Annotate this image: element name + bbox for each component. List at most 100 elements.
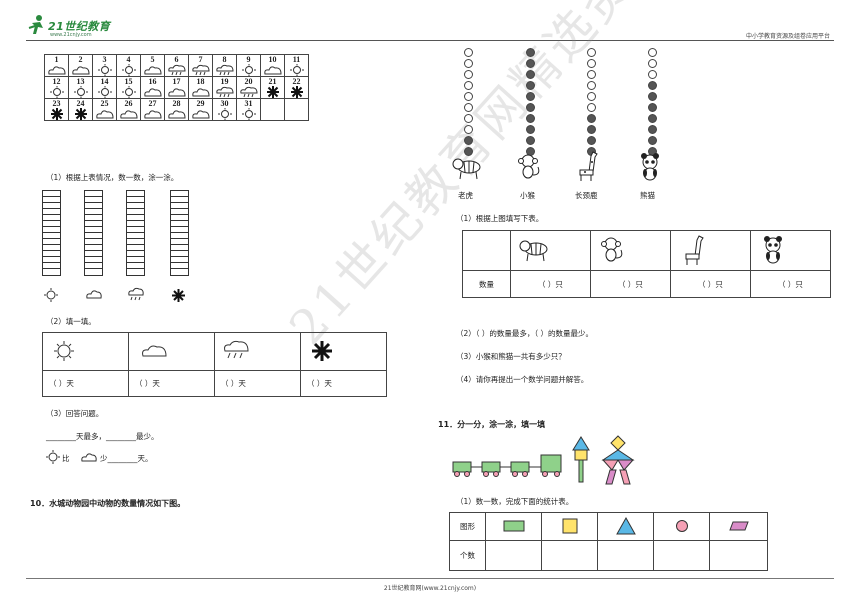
ladder-cell[interactable] (43, 245, 60, 251)
ladder-cell[interactable] (171, 209, 188, 215)
days-snowy-field[interactable]: （ ）天 (300, 370, 387, 397)
calendar-day-cell (260, 98, 285, 121)
giraffe-count-field[interactable]: （ ）只 (670, 270, 751, 298)
ladder-cell[interactable] (85, 221, 102, 227)
ladder-cell[interactable] (85, 191, 102, 197)
ladder-cell[interactable] (85, 263, 102, 269)
days-sunny-field[interactable]: （ ）天 (42, 370, 129, 397)
ladder-cell[interactable] (85, 269, 102, 275)
ladder-cell[interactable] (43, 209, 60, 215)
ladder-cell[interactable] (171, 257, 188, 263)
monkey-count-field[interactable]: （ ）只 (590, 270, 671, 298)
ladder-cell[interactable] (85, 239, 102, 245)
q9-line2-end[interactable]: 少________天。 (100, 454, 153, 463)
ladder-cell[interactable] (171, 269, 188, 275)
parallelogram-count-field[interactable] (709, 540, 768, 571)
ladder-cell[interactable] (43, 197, 60, 203)
ladder-cell[interactable] (43, 251, 60, 257)
ladder-cell[interactable] (85, 215, 102, 221)
footer-text: 21世纪教育网(www.21cnjy.com) (383, 585, 477, 592)
ladder-cloudy[interactable] (84, 190, 103, 276)
ladder-cell[interactable] (43, 191, 60, 197)
ladder-cell[interactable] (171, 233, 188, 239)
days-cloudy-field[interactable]: （ ）天 (128, 370, 215, 397)
ladder-cell[interactable] (127, 215, 144, 221)
ladder-cell[interactable] (127, 209, 144, 215)
ladder-cell[interactable] (127, 251, 144, 257)
ladder-cell[interactable] (85, 251, 102, 257)
ladder-cell[interactable] (127, 239, 144, 245)
ladder-cell[interactable] (171, 251, 188, 257)
ladder-cell[interactable] (171, 221, 188, 227)
ladder-cell[interactable] (85, 233, 102, 239)
ladder-cell[interactable] (127, 203, 144, 209)
runner-logo-icon (28, 15, 43, 34)
empty-bead (463, 48, 473, 57)
ladder-cell[interactable] (85, 257, 102, 263)
animal-count-table: 数量 （ ）只 （ ）只 （ ）只 （ ）只 (462, 230, 831, 298)
ladder-cell[interactable] (43, 239, 60, 245)
ladder-cell[interactable] (127, 257, 144, 263)
filled-bead (525, 70, 535, 79)
triangle-count-field[interactable] (597, 540, 654, 571)
circle-count-field[interactable] (653, 540, 710, 571)
tiger-count-field[interactable]: （ ）只 (510, 270, 591, 298)
ladder-cell[interactable] (127, 245, 144, 251)
rect-count-field[interactable] (485, 540, 542, 571)
panda-count-field[interactable]: （ ）只 (750, 270, 831, 298)
filled-bead (463, 136, 473, 145)
animal-label-monkey: 小猴 (520, 191, 535, 200)
calendar-day-number: 5 (150, 55, 155, 64)
ladder-cell[interactable] (85, 197, 102, 203)
rain-icon (167, 64, 186, 76)
q9-line1[interactable]: ________天最多，________最少。 (46, 432, 159, 441)
ladder-rainy[interactable] (126, 190, 145, 276)
calendar-day-number: 30 (220, 99, 229, 108)
rocket-figure (572, 436, 590, 483)
green-rectangle-icon (503, 520, 524, 531)
ladder-snowy[interactable] (170, 190, 189, 276)
empty-bead (586, 103, 596, 112)
ladder-cell[interactable] (85, 245, 102, 251)
ladder-cell[interactable] (85, 209, 102, 215)
ladder-cell[interactable] (171, 245, 188, 251)
ladder-cell[interactable] (127, 263, 144, 269)
sun-icon (73, 86, 88, 98)
rain-icon (128, 287, 144, 301)
ladder-cell[interactable] (171, 191, 188, 197)
ladder-cell[interactable] (43, 263, 60, 269)
ladder-cell[interactable] (127, 269, 144, 275)
ladder-cell[interactable] (127, 197, 144, 203)
q10-part2[interactable]: （2）（ ）的数量最多，（ ）的数量最少。 (456, 329, 594, 338)
ladder-cell[interactable] (171, 263, 188, 269)
ladder-cell[interactable] (171, 239, 188, 245)
ladder-cell[interactable] (85, 227, 102, 233)
ladder-cell[interactable] (171, 227, 188, 233)
cloud-icon (119, 110, 138, 119)
ladder-cell[interactable] (43, 257, 60, 263)
ladder-cell[interactable] (171, 197, 188, 203)
animal-label-panda: 熊猫 (640, 191, 655, 200)
animal-label-tiger: 老虎 (458, 191, 473, 200)
ladder-cell[interactable] (85, 203, 102, 209)
ladder-cell[interactable] (127, 233, 144, 239)
ladder-cell[interactable] (43, 227, 60, 233)
ladder-cell[interactable] (43, 215, 60, 221)
days-rainy-field[interactable]: （ ）天 (214, 370, 301, 397)
ladder-cell[interactable] (171, 215, 188, 221)
ladder-sunny[interactable] (42, 190, 61, 276)
ladder-cell[interactable] (43, 203, 60, 209)
square-count-field[interactable] (541, 540, 598, 571)
ladder-cell[interactable] (127, 227, 144, 233)
sun-icon (121, 86, 136, 98)
ladder-cell[interactable] (43, 233, 60, 239)
ladder-cell[interactable] (127, 191, 144, 197)
ladder-cell[interactable] (43, 221, 60, 227)
sun-icon (44, 288, 58, 302)
empty-bead (463, 114, 473, 123)
filled-bead (463, 147, 473, 156)
ladder-cell[interactable] (43, 269, 60, 275)
ladder-cell[interactable] (127, 221, 144, 227)
panda-icon (764, 235, 782, 263)
ladder-cell[interactable] (171, 203, 188, 209)
